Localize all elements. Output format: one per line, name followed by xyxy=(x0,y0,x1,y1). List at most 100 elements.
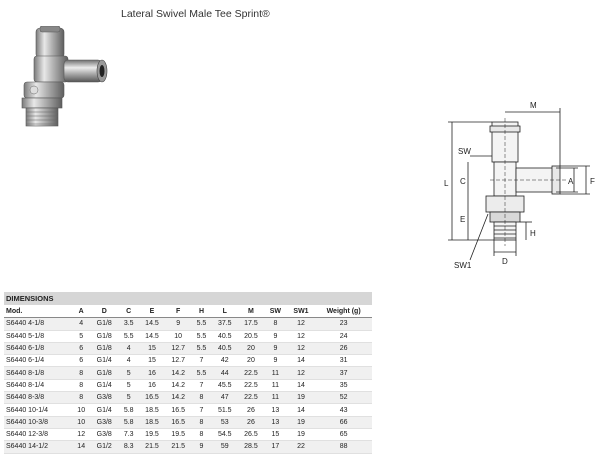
table-cell: S6440 6-1/4 xyxy=(4,354,73,368)
table-cell: 9 xyxy=(264,342,287,356)
table-cell: 47 xyxy=(211,391,238,405)
table-cell: 13 xyxy=(264,416,287,429)
table-cell: 5.8 xyxy=(118,416,139,429)
table-cell: 66 xyxy=(315,416,372,429)
table-cell: 22 xyxy=(286,440,316,454)
table-cell: 7 xyxy=(191,403,212,417)
column-header: D xyxy=(89,306,119,319)
label-d: D xyxy=(502,257,508,266)
table-cell: 5.5 xyxy=(118,330,139,343)
table-cell: 4 xyxy=(118,354,139,368)
table-cell: 12 xyxy=(286,366,316,380)
table-cell: S6440 6-1/8 xyxy=(4,342,73,356)
table-cell: 20.5 xyxy=(237,330,265,343)
table-cell: 5.5 xyxy=(191,317,212,331)
table-cell: 5 xyxy=(118,366,139,380)
table-cell: 18.5 xyxy=(138,416,166,429)
product-title: Lateral Swivel Male Tee Sprint® xyxy=(121,8,270,20)
table-cell: 14.5 xyxy=(138,317,166,331)
table-cell: 14 xyxy=(286,354,316,368)
table-cell: 16.5 xyxy=(165,403,192,417)
table-cell: 7 xyxy=(191,379,212,393)
column-header: SW xyxy=(264,306,287,319)
table-cell: 11 xyxy=(264,366,287,380)
table-cell: 26.5 xyxy=(237,428,265,442)
table-cell: 15 xyxy=(264,428,287,442)
table-cell: 24 xyxy=(315,330,372,343)
table-cell: 5.5 xyxy=(191,330,212,343)
table-cell: G1/8 xyxy=(89,342,119,356)
table-cell: 9 xyxy=(191,440,212,454)
table-cell: 42 xyxy=(211,354,238,368)
table-cell: 28.5 xyxy=(237,440,265,454)
table-cell: 4 xyxy=(118,342,139,356)
column-header: SW1 xyxy=(286,306,316,319)
column-header: Weight (g) xyxy=(315,306,372,319)
table-cell: 59 xyxy=(211,440,238,454)
table-cell: 19 xyxy=(286,428,316,442)
table-cell: 13 xyxy=(264,403,287,417)
table-cell: 22.5 xyxy=(237,379,265,393)
label-l: L xyxy=(444,179,449,188)
table-cell: 5.5 xyxy=(191,366,212,380)
column-header: L xyxy=(211,306,238,319)
table-cell: 65 xyxy=(315,428,372,442)
table-cell: 26 xyxy=(315,342,372,356)
table-cell: 5 xyxy=(118,379,139,393)
table-cell: 8 xyxy=(191,416,212,429)
table-cell: 53 xyxy=(211,416,238,429)
table-cell: 88 xyxy=(315,440,372,454)
table-cell: 6 xyxy=(72,354,90,368)
table-cell: 21.5 xyxy=(165,440,192,454)
table-cell: 7.3 xyxy=(118,428,139,442)
table-cell: 12 xyxy=(72,428,90,442)
table-cell: 5.5 xyxy=(191,342,212,356)
table-cell: 18.5 xyxy=(138,403,166,417)
table-cell: 5.8 xyxy=(118,403,139,417)
table-cell: S6440 5-1/8 xyxy=(4,330,73,343)
column-header: E xyxy=(138,306,166,319)
label-e: E xyxy=(460,215,465,224)
table-cell: 5 xyxy=(118,391,139,405)
table-cell: 16.5 xyxy=(165,416,192,429)
table-cell: 11 xyxy=(264,391,287,405)
table-cell: S6440 10-3/8 xyxy=(4,416,73,429)
table-cell: S6440 10-1/4 xyxy=(4,403,73,417)
table-cell: 10 xyxy=(72,416,90,429)
table-cell: 26 xyxy=(237,403,265,417)
table-cell: 21.5 xyxy=(138,440,166,454)
table-cell: 14 xyxy=(72,440,90,454)
table-cell: 14.5 xyxy=(138,330,166,343)
table-cell: S6440 8-1/8 xyxy=(4,366,73,380)
label-sw1: SW1 xyxy=(454,261,472,270)
product-photo xyxy=(21,26,108,127)
table-cell: 17.5 xyxy=(237,317,265,331)
table-cell: 19 xyxy=(286,391,316,405)
table-cell: 19.5 xyxy=(138,428,166,442)
column-header: M xyxy=(237,306,265,319)
table-cell: 44 xyxy=(211,366,238,380)
table-cell: G1/8 xyxy=(89,317,119,331)
column-header: C xyxy=(118,306,139,319)
table-cell: G1/8 xyxy=(89,366,119,380)
table-cell: 4 xyxy=(72,317,90,331)
table-cell: 8 xyxy=(72,391,90,405)
table-cell: 8.3 xyxy=(118,440,139,454)
table-cell: 40.5 xyxy=(211,330,238,343)
table-cell: 37 xyxy=(315,366,372,380)
table-cell: G1/8 xyxy=(89,330,119,343)
table-cell: 16 xyxy=(138,366,166,380)
table-cell: 26 xyxy=(237,416,265,429)
table-cell: S6440 4-1/8 xyxy=(4,317,73,331)
table-cell: 9 xyxy=(165,317,192,331)
table-cell: 12.7 xyxy=(165,354,192,368)
table-cell: 43 xyxy=(315,403,372,417)
table-cell: 14.2 xyxy=(165,391,192,405)
table-cell: 14 xyxy=(286,403,316,417)
table-cell: G3/8 xyxy=(89,416,119,429)
